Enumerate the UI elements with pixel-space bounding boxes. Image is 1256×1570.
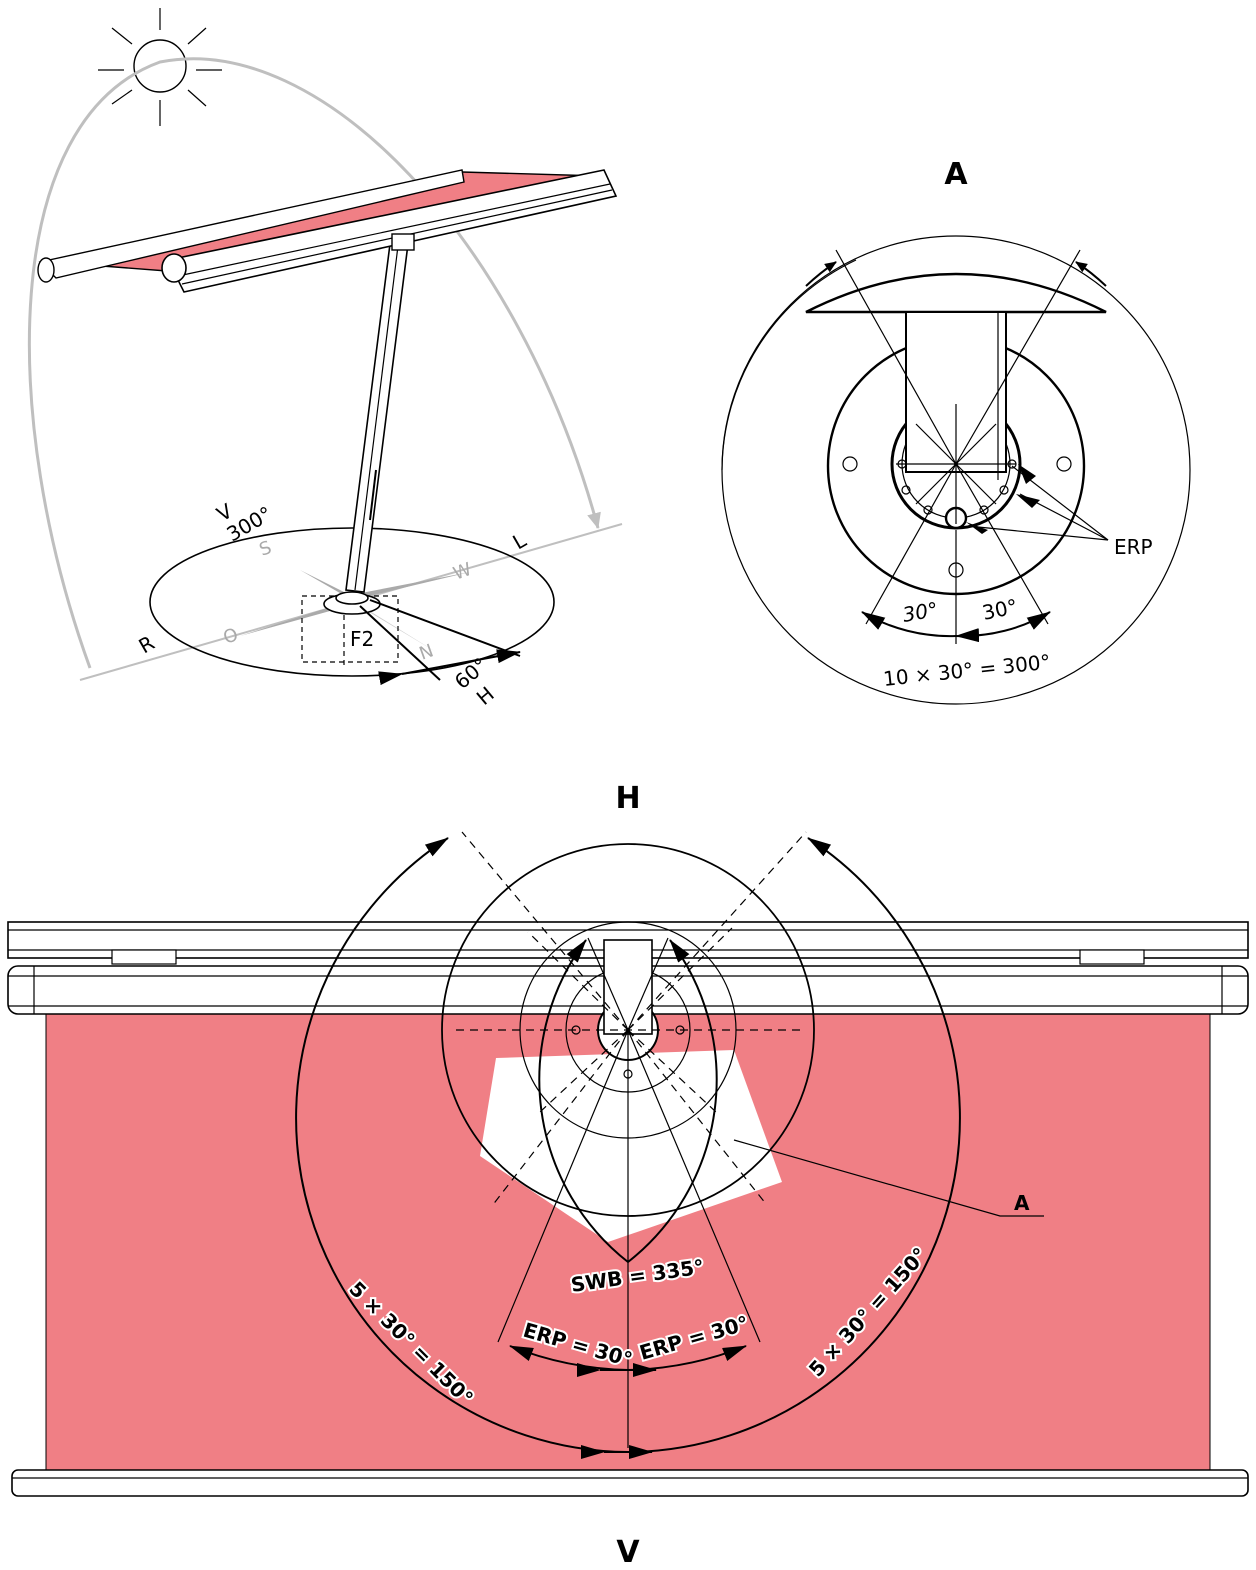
detail-a-view: A <box>721 157 1191 705</box>
label-f2: F2 <box>350 627 374 651</box>
label-r: R <box>135 631 159 659</box>
awning-head <box>37 169 618 293</box>
compass-s: S <box>257 537 275 561</box>
title-h: H <box>615 781 640 816</box>
label-h: H <box>472 682 499 710</box>
label-30-left: 30° <box>901 597 940 627</box>
detail-a-title: A <box>944 157 968 192</box>
detail-a-radials <box>835 249 1081 644</box>
rotation-ellipse <box>149 527 555 677</box>
foundation-box <box>301 591 399 668</box>
perspective-view: V 300° L R H 60° F2 S W O N <box>27 8 623 710</box>
sun-icon <box>98 8 222 126</box>
top-view: H V <box>7 781 1249 1570</box>
compass-o: O <box>221 624 241 649</box>
compass-rose <box>240 570 470 652</box>
awning-mast <box>345 243 409 593</box>
label-total-300: 10 × 30° = 300° <box>882 650 1052 691</box>
label-erp: ERP <box>1114 535 1153 559</box>
label-a: A <box>1014 1191 1030 1215</box>
title-v: V <box>616 1535 640 1570</box>
compass-w: W <box>451 559 475 585</box>
sun-path-arc <box>27 57 601 669</box>
label-30-right: 30° <box>980 594 1020 625</box>
bottom-bar <box>11 1469 1249 1497</box>
